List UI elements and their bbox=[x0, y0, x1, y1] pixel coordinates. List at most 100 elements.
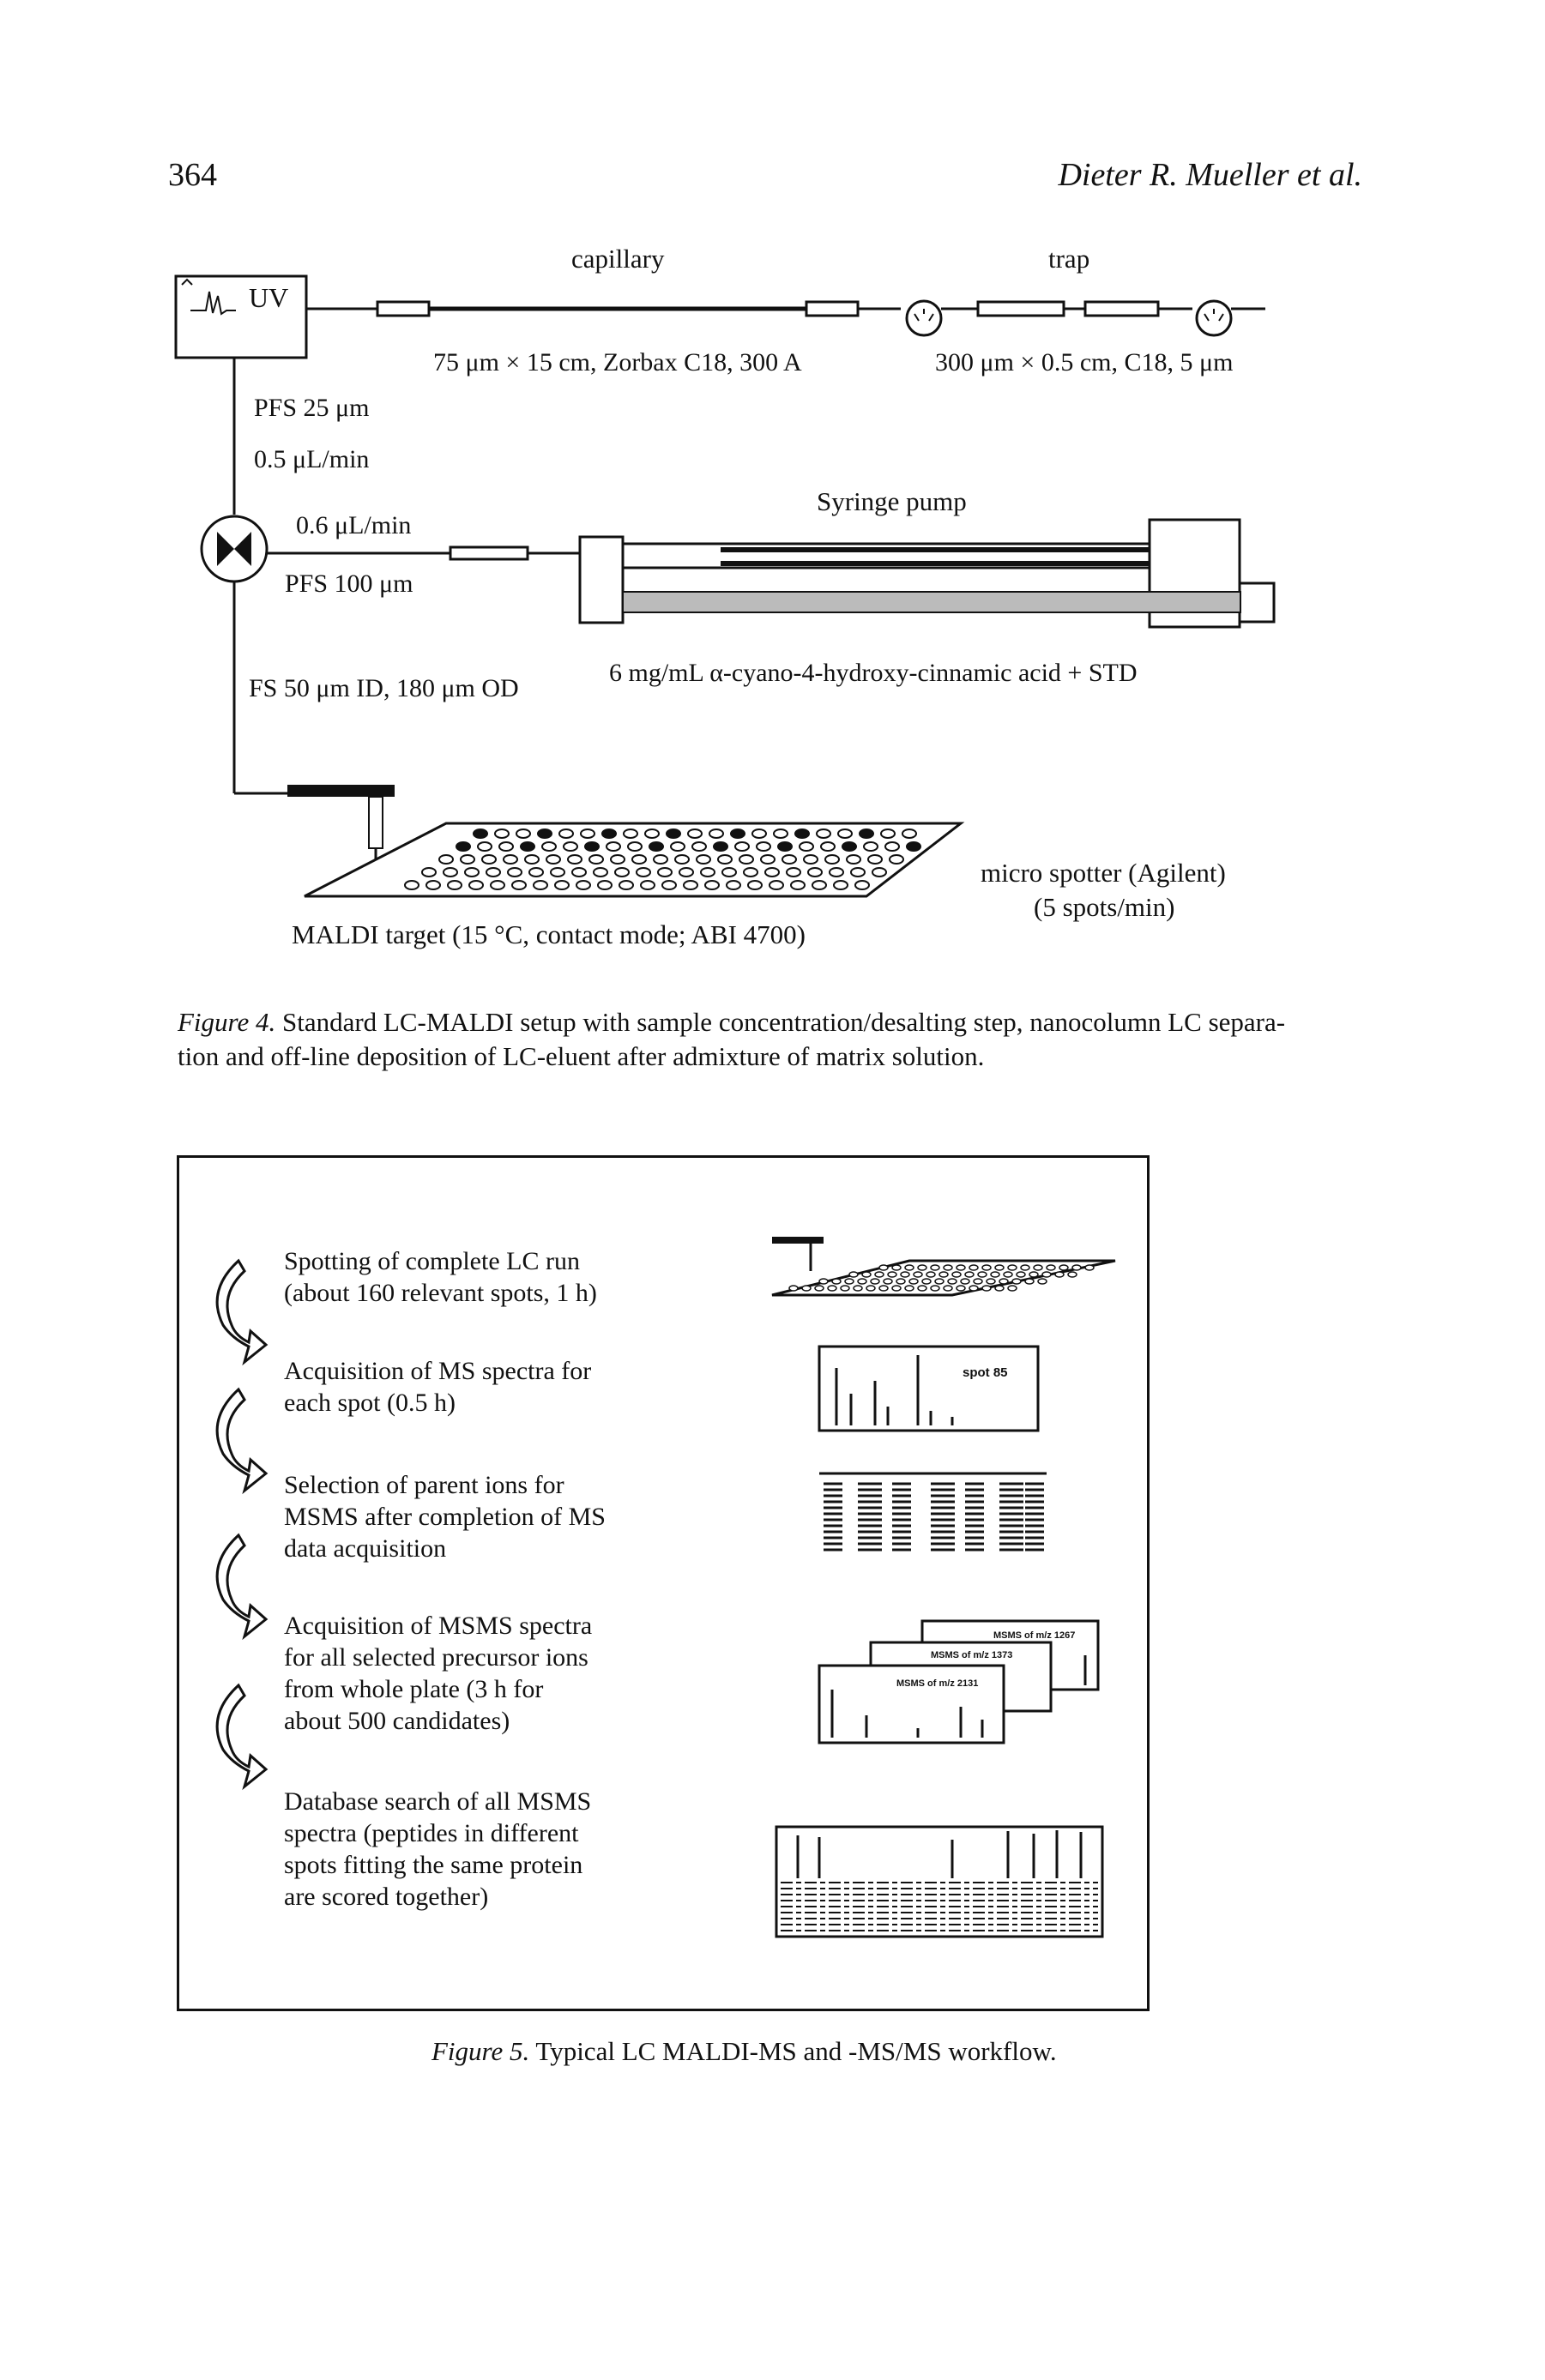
plate-spot bbox=[884, 841, 900, 852]
plate-spot bbox=[726, 880, 741, 890]
figure-4-caption-line-2: tion and off-line deposition of LC-eluen… bbox=[178, 1041, 985, 1071]
plate-spot bbox=[486, 867, 501, 877]
thumb-spot bbox=[896, 1278, 906, 1285]
plate-spot bbox=[833, 880, 848, 890]
workflow-step-3: Selection of parent ions for MSMS after … bbox=[284, 1469, 606, 1564]
spot-85-label: spot 85 bbox=[963, 1365, 1008, 1380]
figure-5-caption-text: Typical LC MALDI-MS and -MS/MS workflow. bbox=[529, 2036, 1057, 2066]
plate-spot bbox=[524, 854, 540, 865]
workflow-step-4: Acquisition of MSMS spectra for all sele… bbox=[284, 1610, 592, 1737]
plate-spot bbox=[649, 841, 664, 852]
plate-spot bbox=[563, 841, 578, 852]
step-5-line-2: spectra (peptides in different bbox=[284, 1819, 579, 1847]
plate-spot bbox=[576, 880, 591, 890]
thumb-spot bbox=[857, 1278, 867, 1285]
thumb-spot bbox=[788, 1285, 799, 1292]
plate-spot bbox=[464, 867, 480, 877]
plate-spot bbox=[503, 854, 518, 865]
plate-spot bbox=[730, 828, 745, 839]
plate-spot bbox=[456, 841, 471, 852]
plate-spot bbox=[670, 841, 685, 852]
step-1-line-1: Spotting of complete LC run bbox=[284, 1247, 580, 1275]
thumb-spot bbox=[990, 1271, 1000, 1278]
plate-spot bbox=[687, 828, 703, 839]
plate-spot bbox=[494, 828, 510, 839]
plate-spot bbox=[606, 841, 621, 852]
plate-spot bbox=[438, 854, 454, 865]
thumb-spot bbox=[930, 1285, 940, 1292]
thumb-spot bbox=[913, 1271, 923, 1278]
plate-spot bbox=[704, 880, 720, 890]
trap-fitting bbox=[1083, 300, 1160, 317]
plate-spot bbox=[863, 841, 878, 852]
thumb-spot bbox=[960, 1278, 970, 1285]
thumb-spot bbox=[994, 1285, 1005, 1292]
plate-spot bbox=[764, 867, 780, 877]
plate-spot bbox=[481, 854, 497, 865]
thumb-spot bbox=[1016, 1271, 1026, 1278]
plate-spot bbox=[820, 841, 836, 852]
thumb-spot bbox=[969, 1285, 979, 1292]
figure-4-caption: Figure 4. Standard LC-MALDI setup with s… bbox=[178, 1005, 1379, 1074]
plate-spot bbox=[782, 854, 797, 865]
plate-spot bbox=[657, 867, 673, 877]
workflow-thumbnails: spot 85 MSMS of m/z 1267 MSMS of m/z 137… bbox=[771, 1237, 1116, 1938]
plate-spot bbox=[816, 828, 831, 839]
thumb-ms-spectrum: spot 85 bbox=[818, 1345, 1040, 1432]
workflow-arrows bbox=[215, 1258, 269, 1791]
spotter-label-1: micro spotter (Agilent) bbox=[981, 858, 1226, 888]
plate-spot bbox=[597, 880, 613, 890]
uv-detector-box bbox=[174, 274, 308, 359]
thumb-spot bbox=[831, 1278, 842, 1285]
plate-spot bbox=[837, 828, 853, 839]
valve-1-icon bbox=[905, 299, 943, 337]
step-4-line-3: from whole plate (3 h for bbox=[284, 1675, 544, 1703]
lead-screw bbox=[622, 591, 1241, 613]
plate-spot bbox=[477, 841, 492, 852]
plate-spot bbox=[498, 841, 514, 852]
thumb-spot bbox=[814, 1285, 824, 1292]
step-1-line-2: (about 160 relevant spots, 1 h) bbox=[284, 1279, 597, 1307]
plate-spot bbox=[661, 880, 677, 890]
plate-spot bbox=[537, 828, 552, 839]
thumb-msms-spectra: MSMS of m/z 1267 MSMS of m/z 1373 MSMS o… bbox=[818, 1619, 1100, 1744]
step-3-line-2: MSMS after completion of MS bbox=[284, 1503, 606, 1531]
thumb-spot bbox=[874, 1271, 884, 1278]
thumb-spot bbox=[973, 1278, 983, 1285]
spotter-arm bbox=[287, 785, 395, 797]
curved-arrow-icon bbox=[215, 1387, 269, 1495]
plate-spot bbox=[709, 828, 724, 839]
plate-spot bbox=[794, 828, 810, 839]
thumb-spot bbox=[930, 1264, 940, 1271]
thumb-spot bbox=[943, 1285, 953, 1292]
thumb-spot bbox=[917, 1264, 927, 1271]
plate-spot bbox=[520, 841, 535, 852]
plate-spot bbox=[627, 841, 643, 852]
plate-spot bbox=[679, 867, 694, 877]
plate-spot bbox=[850, 867, 866, 877]
valve-2-icon bbox=[1195, 299, 1233, 337]
workflow-step-2: Acquisition of MS spectra for each spot … bbox=[284, 1355, 591, 1419]
curved-arrow-icon bbox=[215, 1258, 269, 1366]
thumb-spot bbox=[1007, 1264, 1017, 1271]
thumb-spot bbox=[1029, 1271, 1039, 1278]
plate-spot bbox=[584, 841, 600, 852]
trap-cartridge bbox=[976, 300, 1065, 317]
plate-spot bbox=[447, 880, 462, 890]
plate-spot bbox=[460, 854, 475, 865]
uv-trace-icon bbox=[190, 291, 236, 316]
thumb-spot bbox=[908, 1278, 919, 1285]
thumb-spot bbox=[981, 1285, 992, 1292]
thumb-spot bbox=[900, 1271, 910, 1278]
thumb-spot bbox=[818, 1278, 829, 1285]
plate-spot bbox=[773, 828, 788, 839]
thumb-ion-table bbox=[819, 1472, 1047, 1552]
thumb-spot bbox=[1020, 1264, 1030, 1271]
msms-label-3: MSMS of m/z 2131 bbox=[896, 1678, 978, 1689]
plate-spot bbox=[614, 867, 630, 877]
plate-spot bbox=[425, 880, 441, 890]
curved-arrow-icon bbox=[215, 1533, 269, 1641]
syringe-block bbox=[578, 535, 625, 624]
thumb-spot bbox=[921, 1278, 932, 1285]
plate-spot bbox=[854, 880, 870, 890]
